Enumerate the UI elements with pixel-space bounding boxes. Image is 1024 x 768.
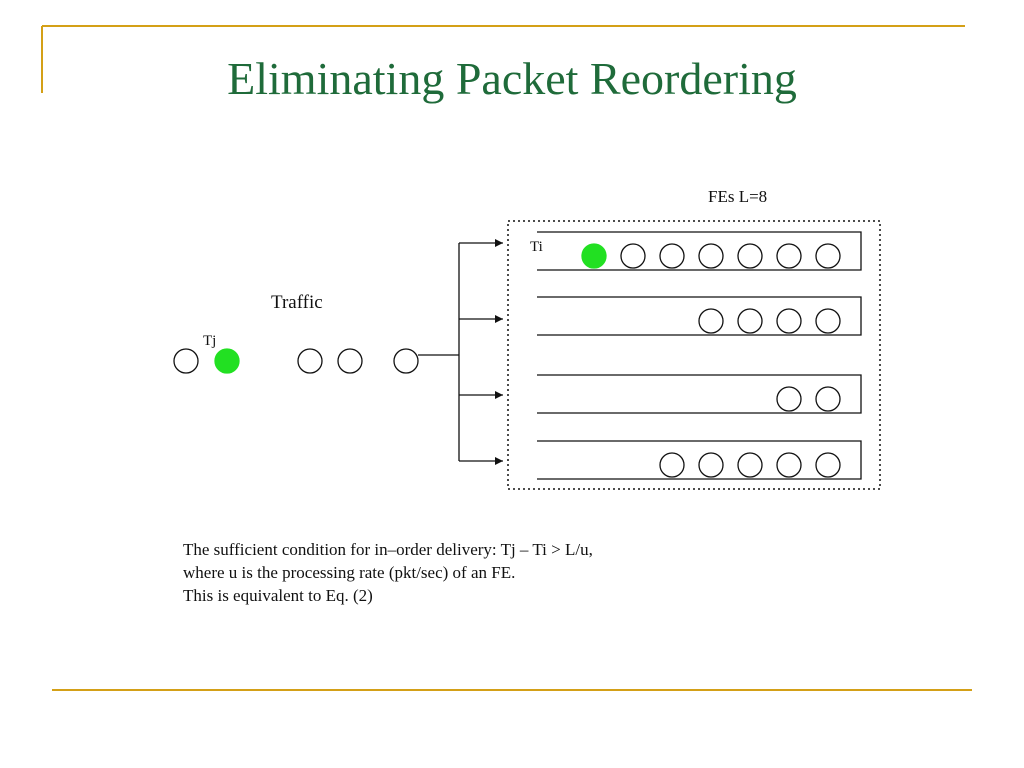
queued-packet — [776, 386, 802, 412]
traffic-packet — [297, 348, 323, 374]
caption-line: where u is the processing rate (pkt/sec)… — [183, 563, 516, 582]
queued-packet — [776, 452, 802, 478]
traffic-packet — [393, 348, 419, 374]
queued-packet — [659, 452, 685, 478]
queued-packet-ti — [581, 243, 607, 269]
fe-queue — [537, 374, 862, 414]
arrowhead-icon — [495, 239, 503, 247]
fe-container — [507, 220, 881, 490]
queued-packet — [698, 243, 724, 269]
queued-packet — [737, 243, 763, 269]
fe-queue — [537, 296, 862, 336]
queued-packet — [737, 308, 763, 334]
traffic-packet — [173, 348, 199, 374]
queued-packet — [659, 243, 685, 269]
queued-packet — [815, 386, 841, 412]
traffic-label: Traffic — [271, 292, 323, 313]
queued-packet — [737, 452, 763, 478]
traffic-packet — [337, 348, 363, 374]
caption-line: The sufficient condition for in–order de… — [183, 540, 593, 559]
queued-packet — [698, 452, 724, 478]
queued-packet — [698, 308, 724, 334]
slide-title: Eliminating Packet Reordering — [227, 53, 797, 104]
queued-packet — [776, 308, 802, 334]
caption-line: This is equivalent to Eq. (2) — [183, 586, 373, 605]
ti-label: Ti — [530, 239, 543, 255]
queued-packet — [620, 243, 646, 269]
tj-label: Tj — [203, 333, 216, 349]
caption: The sufficient condition for in–order de… — [183, 538, 823, 607]
fe-queue — [537, 440, 862, 480]
traffic-packet-tj — [214, 348, 240, 374]
arrowhead-icon — [495, 315, 503, 323]
arrowhead-icon — [495, 391, 503, 399]
arrowhead-icon — [495, 457, 503, 465]
queued-packet — [815, 308, 841, 334]
queued-packet — [815, 243, 841, 269]
queued-packet — [815, 452, 841, 478]
queued-packet — [776, 243, 802, 269]
fe-queue — [537, 231, 862, 271]
fes-label: FEs L=8 — [708, 187, 767, 206]
